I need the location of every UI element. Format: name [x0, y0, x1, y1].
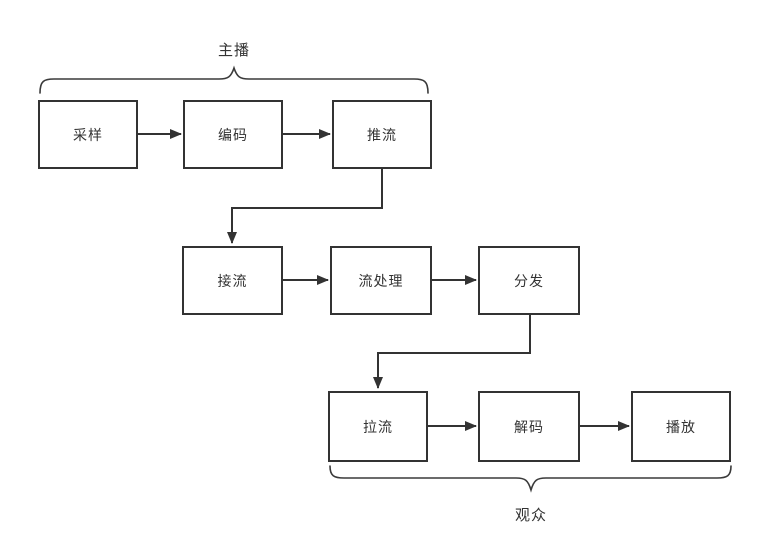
node-receive-stream: 接流 — [182, 246, 283, 315]
node-pull-stream-label: 拉流 — [363, 418, 393, 435]
node-distribution: 分发 — [478, 246, 580, 315]
elbow-arrow-distribution-to-pull — [373, 315, 531, 389]
node-sampling: 采样 — [38, 100, 138, 169]
node-playback: 播放 — [631, 391, 731, 462]
node-push-stream-label: 推流 — [367, 126, 397, 143]
brace-audience — [329, 465, 732, 493]
node-distribution-label: 分发 — [514, 272, 544, 289]
node-stream-processing-label: 流处理 — [358, 272, 404, 289]
node-encoding-label: 编码 — [218, 126, 248, 143]
node-playback-label: 播放 — [666, 418, 696, 435]
node-encoding: 编码 — [183, 100, 283, 169]
node-push-stream: 推流 — [332, 100, 432, 169]
node-pull-stream: 拉流 — [328, 391, 428, 462]
node-stream-processing: 流处理 — [330, 246, 432, 315]
group-label-audience: 观众 — [514, 507, 548, 524]
node-receive-stream-label: 接流 — [217, 272, 248, 289]
elbow-arrow-push-to-receive — [227, 169, 383, 244]
node-sampling-label: 采样 — [73, 126, 103, 143]
node-decoding: 解码 — [478, 391, 580, 462]
node-decoding-label: 解码 — [514, 418, 544, 435]
brace-broadcaster — [39, 65, 429, 94]
group-label-broadcaster: 主播 — [217, 42, 251, 59]
